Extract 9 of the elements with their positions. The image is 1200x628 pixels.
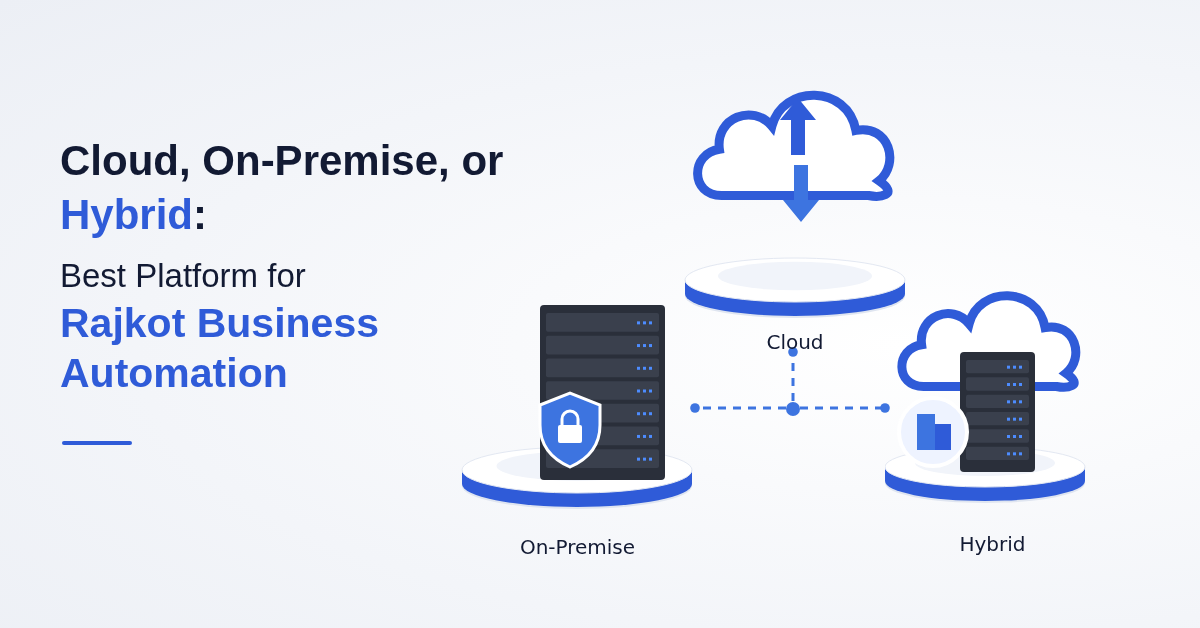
platform-label: Cloud <box>766 330 824 354</box>
junction-dot <box>786 401 800 415</box>
dashed-connector <box>788 347 798 401</box>
dashed-connector <box>800 403 890 413</box>
dashed-connector <box>690 403 786 413</box>
platform-label: On-Premise <box>519 535 636 559</box>
title: Cloud, On-Premise, or Hybrid: <box>60 136 505 240</box>
platform-label: Hybrid <box>959 532 1026 556</box>
subtitle: Best Platform for Rajkot Business Automation <box>60 256 380 398</box>
